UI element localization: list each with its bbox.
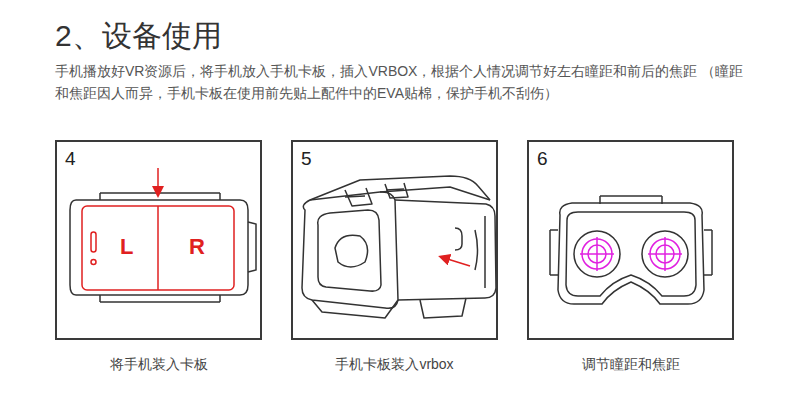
vr-headset (302, 176, 496, 318)
step-caption: 手机卡板装入vrbox (293, 356, 496, 374)
panel-box: 6调节瞳距和焦距 (527, 140, 734, 340)
phone (82, 168, 234, 290)
note-text: 手机播放好VR资源后，将手机放入手机卡板，插入VRBOX，根据个人情况调节好左右… (55, 60, 750, 105)
step-number: 5 (301, 148, 312, 170)
vr-front (550, 196, 712, 304)
step-number: 4 (65, 148, 76, 170)
insert-arrow (441, 257, 470, 266)
lens-crosshair (580, 237, 682, 271)
step-caption: 将手机装入卡板 (57, 356, 260, 374)
phone-holder (70, 193, 256, 302)
step-number: 6 (537, 148, 548, 170)
step-caption: 调节瞳距和焦距 (529, 356, 732, 374)
panel-box: 4将手机装入卡板 (55, 140, 262, 340)
right-label: R (189, 234, 205, 260)
left-label: L (120, 234, 133, 260)
panel-box: 5手机卡板装入vrbox (291, 140, 498, 340)
page-title: 2、设备使用 (55, 16, 222, 57)
